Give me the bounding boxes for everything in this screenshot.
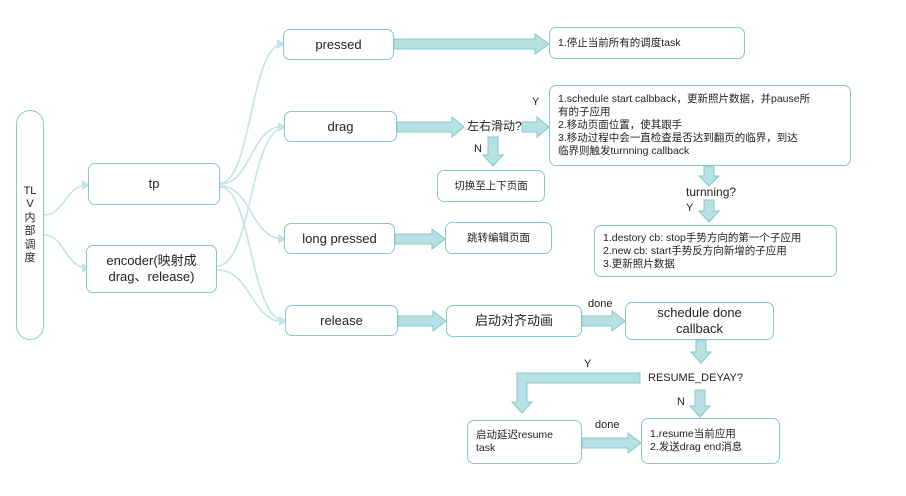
stop-task-label: 1.停止当前所有的调度task <box>558 36 681 49</box>
curve-tlv-to-encoder <box>43 234 89 269</box>
resume-delay-label: RESUME_DEYAY? <box>648 372 743 384</box>
jump-edit-node: 跳转编辑页面 <box>445 222 552 254</box>
arrowhead-drag <box>278 122 286 132</box>
done2-label: done <box>595 419 620 431</box>
release-label: release <box>320 312 363 328</box>
tp-label: tp <box>148 176 160 191</box>
turning-label: turnning? <box>686 185 737 199</box>
curve-tp-to-longpressed <box>219 185 285 240</box>
switch-page-node: 切换至上下页面 <box>437 170 545 202</box>
curve-tp-to-release <box>219 186 286 322</box>
tlv-label: TLV内部调度 <box>23 184 37 265</box>
encoder-label: encoder(映射成 drag、release) <box>106 253 197 284</box>
curve-encoder-to-release <box>216 269 286 323</box>
arrow-pressed-to-stoptask <box>393 33 550 55</box>
n-resume-label: N <box>677 396 685 408</box>
resume-apps-node: 1.resume当前应用 2.发送drag end消息 <box>641 418 780 464</box>
long-pressed-node: long pressed <box>284 223 395 254</box>
arrow-resumedelay-to-delaytask <box>510 372 641 414</box>
y-drag-label: Y <box>532 96 540 108</box>
arrowhead-tp <box>82 180 90 190</box>
n-drag-label: N <box>474 143 482 155</box>
switch-page-label: 切换至上下页面 <box>454 179 528 192</box>
pressed-node: pressed <box>283 29 394 60</box>
drag-node: drag <box>284 111 397 142</box>
tlv-node: TLV内部调度 <box>16 110 44 340</box>
start-align-node: 启动对齐动画 <box>446 305 582 337</box>
arrow-delaytask-to-resumeapps <box>581 431 642 455</box>
schedule-done-node: schedule done callback <box>625 302 774 340</box>
arrow-release-to-startalign <box>397 309 447 333</box>
curve-tp-to-drag <box>219 125 285 185</box>
arrow-drag-to-lrslide <box>396 115 465 139</box>
delay-task-label: 启动延迟resume task <box>476 429 554 454</box>
long-pressed-label: long pressed <box>302 230 377 246</box>
start-align-label: 启动对齐动画 <box>474 313 553 328</box>
jump-edit-label: 跳转编辑页面 <box>467 231 530 244</box>
schedule-done-label: schedule done callback <box>657 305 742 336</box>
drag-label: drag <box>327 118 354 134</box>
drag-actions-node: 1.schedule start calbback，更新照片数据，并pause所… <box>549 85 851 166</box>
arrow-resumedelay-to-resumeapps <box>688 389 712 418</box>
arrow-lrslide-to-switchpage <box>481 136 505 167</box>
drag-actions-label: 1.schedule start calbback，更新照片数据，并pause所… <box>558 93 811 157</box>
turning-actions-node: 1.destory cb: stop手势方向的第一个子应用 2.new cb: … <box>594 225 837 277</box>
curve-tlv-to-tp <box>43 184 89 216</box>
release-node: release <box>285 305 398 336</box>
encoder-node: encoder(映射成 drag、release) <box>86 245 217 293</box>
resume-apps-label: 1.resume当前应用 2.发送drag end消息 <box>650 428 743 453</box>
y-resume-label: Y <box>584 358 592 370</box>
curve-encoder-to-drag <box>216 127 285 267</box>
delay-task-node: 启动延迟resume task <box>467 420 582 464</box>
arrowhead-longpressed <box>278 234 286 244</box>
curve-tp-to-pressed <box>219 43 284 184</box>
arrowhead-release <box>279 316 287 326</box>
arrow-turning-to-turningactions <box>697 199 721 223</box>
arrow-scheduledone-to-resumedelay <box>689 339 713 364</box>
arrowhead-pressed <box>277 39 285 49</box>
lr-slide-label: 左右滑动? <box>467 119 522 133</box>
arrow-longpressed-to-jumpedit <box>394 227 446 251</box>
arrow-lrslide-to-dragactions <box>521 115 550 139</box>
pressed-label: pressed <box>315 36 362 52</box>
tp-node: tp <box>88 163 220 205</box>
stop-task-node: 1.停止当前所有的调度task <box>549 27 745 59</box>
y-turning-label: Y <box>686 202 694 214</box>
arrow-startalign-to-scheduledone <box>581 309 626 333</box>
arrow-dragactions-to-turning <box>697 165 721 187</box>
done1-label: done <box>588 298 613 310</box>
turning-actions-label: 1.destory cb: stop手势方向的第一个子应用 2.new cb: … <box>603 231 802 270</box>
